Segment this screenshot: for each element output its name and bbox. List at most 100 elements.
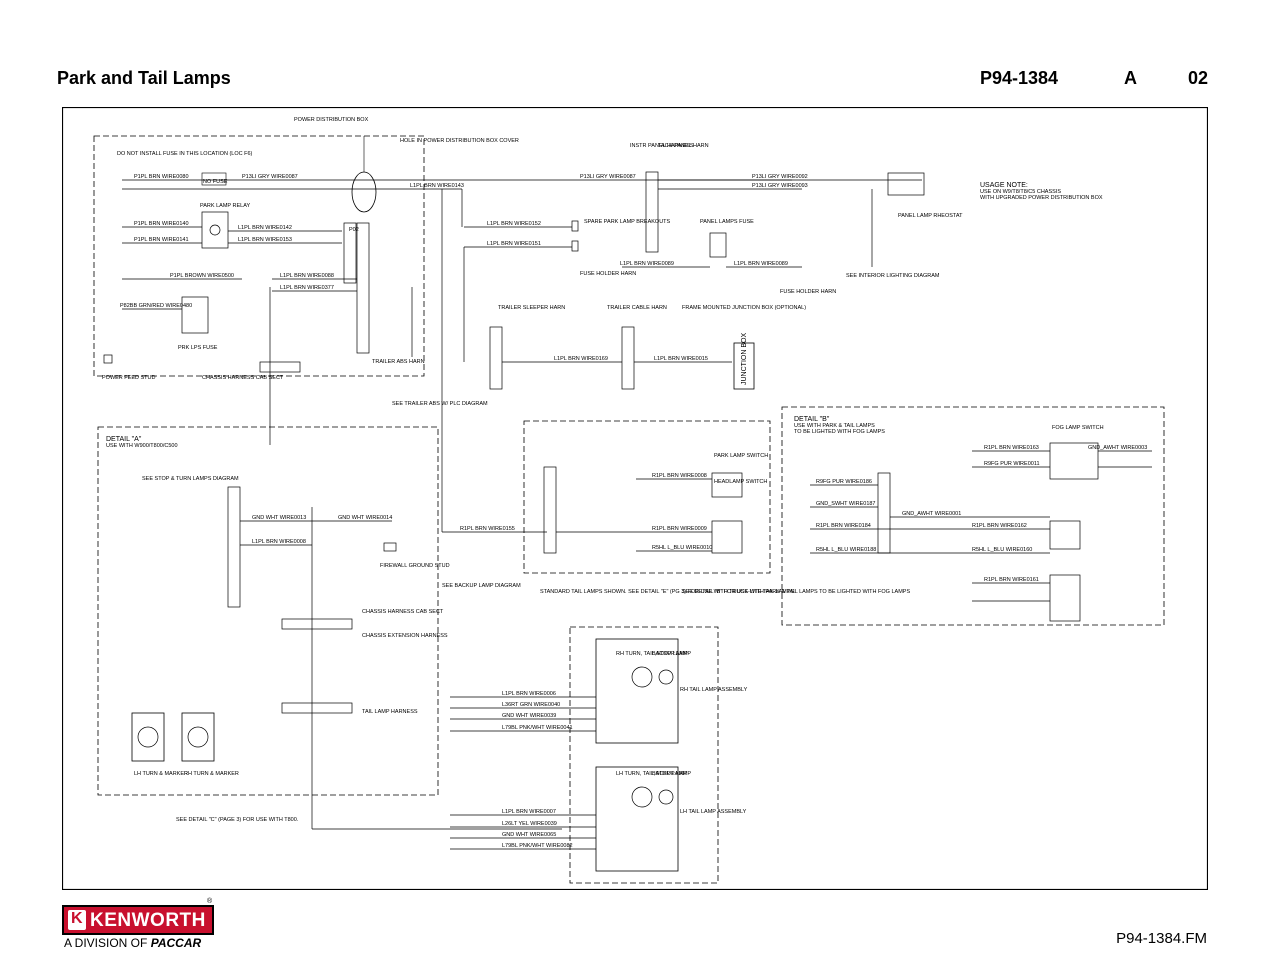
connector-j12 [227, 486, 241, 608]
chassis-cab-label: CHASSIS HARNESS CAB SECT [362, 609, 444, 615]
connector-p01 [259, 361, 301, 373]
detail-center-box [523, 420, 771, 574]
wire-label: R1PL BRN WIRE0163 [984, 445, 1039, 451]
wire-label: P13LI GRY WIRE0087 [242, 174, 298, 180]
see-stop-turn: SEE STOP & TURN LAMPS DIAGRAM [142, 476, 239, 482]
wire-label: L1PL BRN WIRE0151 [487, 241, 541, 247]
wire-label: R1PL BRN WIRE0161 [984, 577, 1039, 583]
detail-a-box [97, 426, 439, 796]
doc-number: P94-1384 [980, 68, 1059, 88]
rheostat-label: PANEL LAMP RHEOSTAT [898, 213, 963, 219]
prk-fuse-holder [181, 296, 209, 334]
instr-tach-label: INSTR PANEL HARNESS [630, 143, 694, 149]
diagram-border [62, 107, 1208, 890]
wire-label: L1PL BRN WIRE0377 [280, 285, 334, 291]
wire-label: P82BB GRN/RED WIRE0480 [120, 303, 192, 309]
wire-label: L1PL BRN WIRE0143 [410, 183, 464, 189]
registered-icon: ® [207, 898, 213, 905]
wire-label: L1PL BRN WIRE0008 [252, 539, 306, 545]
see-detail-b-note: SEE DETAIL "B" FOR USE WITH PARK & TAIL … [682, 589, 910, 595]
rh-turn-label: RH TURN, TAIL,STOP LAMP [616, 651, 688, 657]
wire-label: GND WHT WIRE0014 [338, 515, 392, 521]
connector-j06 [645, 171, 659, 253]
panel-fuse-label: PANEL LAMPS FUSE [700, 219, 754, 225]
detail-b-box [781, 406, 1165, 626]
wire-label: L1PL BRN WIRE0153 [238, 237, 292, 243]
fog-lamp-switch [1049, 442, 1099, 480]
trailer-cable-label: TRAILER CABLE HARN [607, 305, 667, 311]
fuse-holder-label: FUSE HOLDER HARN [580, 271, 636, 277]
wire-label: L1PL BRN WIRE0088 [280, 273, 334, 279]
wire-label: GND WHT WIRE0039 [502, 713, 556, 719]
park-lamp-switch [711, 472, 743, 498]
see-interior: SEE INTERIOR LIGHTING DIAGRAM [846, 273, 940, 279]
firewall-ground-stud [383, 542, 397, 552]
detail-a-title: DETAIL "A" [106, 436, 142, 443]
power-distribution-box [93, 135, 425, 377]
wire-label: P1PL BRN WIRE0140 [134, 221, 189, 227]
frame-junction-label: FRAME MOUNTED JUNCTION BOX (OPTIONAL) [682, 305, 806, 311]
see-backup-label: SEE BACKUP LAMP DIAGRAM [442, 583, 521, 589]
connector-j03 [356, 222, 370, 354]
power-feed-label: POWER FEED STUD [102, 375, 156, 381]
detail-a-subtitle: USE WITH W900/T800/C500 [106, 443, 178, 449]
power-box-label: POWER DISTRIBUTION BOX [294, 117, 369, 123]
headlamp-switch [711, 520, 743, 554]
no-fuse-box [201, 172, 227, 186]
usage-title: USAGE NOTE: [980, 182, 1028, 189]
wire-label: P13LI GRY WIRE0087 [580, 174, 636, 180]
wire-label: L1PL BRN WIRE0142 [238, 225, 292, 231]
see-trailer-abs: SEE TRAILER ABS W/ PLC DIAGRAM [392, 401, 488, 407]
wire-label: R9FG PUR WIRE0186 [816, 479, 872, 485]
standard-tail-note: STANDARD TAIL LAMPS SHOWN. SEE DETAIL "E… [540, 589, 796, 595]
hole-ellipse [351, 171, 377, 213]
backup-label: BACKUP LAMP [652, 651, 691, 657]
page-number: 02 [1188, 68, 1209, 88]
connector-p02 [343, 222, 357, 284]
wire-label: R5HL L_BLU WIRE0160 [972, 547, 1032, 553]
rh-turn-marker-lamp [181, 712, 215, 762]
detail-b-subtitle1: USE WITH PARK & TAIL LAMPS [794, 423, 875, 429]
relay-label: PARK LAMP RELAY [200, 203, 250, 209]
tach-panel-label: TACH PANEL HARN [658, 143, 709, 149]
connector-j05 [571, 240, 579, 252]
usage-line2: WITH UPGRADED POWER DISTRIBUTION BOX [980, 195, 1103, 201]
svg-text:NO FUSE: NO FUSE [203, 179, 228, 185]
kenworth-emblem-icon [68, 910, 86, 930]
spare-park-label: SPARE PARK LAMP BREAKOUTS [584, 219, 671, 225]
wire-label: R5HL L_BLU WIRE0010 [652, 545, 712, 551]
rh-tail-label: RH TAIL LAMP ASSEMBLY [680, 687, 748, 693]
wire-label: P1PL BRN WIRE0141 [134, 237, 189, 243]
chassis-ext-label: CHASSIS EXTENSION HARNESS [362, 633, 448, 639]
connector-j13 [281, 618, 353, 630]
park-switch-label: PARK LAMP SWITCH [714, 453, 768, 459]
wire-label: L1PL BRN WIRE0169 [554, 356, 608, 362]
backup-label-lh: BACKUP LAMP [652, 771, 691, 777]
usage-line1: USE ON W9/T8/T8/C5 CHASSIS [980, 189, 1061, 195]
panel-lamp-rheostat [887, 172, 925, 196]
detail-b-title: DETAIL "B" [794, 416, 830, 423]
firewall-label: FIREWALL GROUND STUD [380, 563, 450, 569]
wire-label: R1PL BRN WIRE0184 [816, 523, 871, 529]
division-text: A DIVISION OF PACCAR [64, 936, 201, 950]
wire-label: R9FG PUR WIRE0011 [984, 461, 1040, 467]
division-prefix: A DIVISION OF [64, 936, 148, 950]
trailer-abs-label: TRAILER ABS HARN [372, 359, 425, 365]
revision: A [1124, 68, 1137, 88]
power-feed-stud [103, 354, 113, 364]
rh-tail-lamp-assembly [595, 638, 679, 744]
tail-lamp-harn-label: TAIL LAMP HARNESS [362, 709, 418, 715]
lh-turn-label: LH TURN, TAIL,STOP LAMP [616, 771, 687, 777]
headlamp-switch-b [1049, 574, 1081, 622]
connector-j04 [571, 220, 579, 232]
wire-label: L26LT YEL WIRE0039 [502, 821, 557, 827]
wire-label: R1PL BRN WIRE0162 [972, 523, 1027, 529]
hole-note: HOLE IN POWER DISTRIBUTION BOX COVER [400, 138, 519, 144]
wire-label: L1PL BRN WIRE0152 [487, 221, 541, 227]
division-name: PACCAR [150, 936, 202, 950]
junction-box [733, 342, 755, 390]
wire-label: L79BL PNK/WHT WIRE0041 [502, 725, 573, 731]
lh-turn-marker-lamp [131, 712, 165, 762]
wire-label: P13LI GRY WIRE0093 [752, 183, 808, 189]
chassis-cab-label: CHASSIS HARNESS CAB SECT [202, 375, 284, 381]
